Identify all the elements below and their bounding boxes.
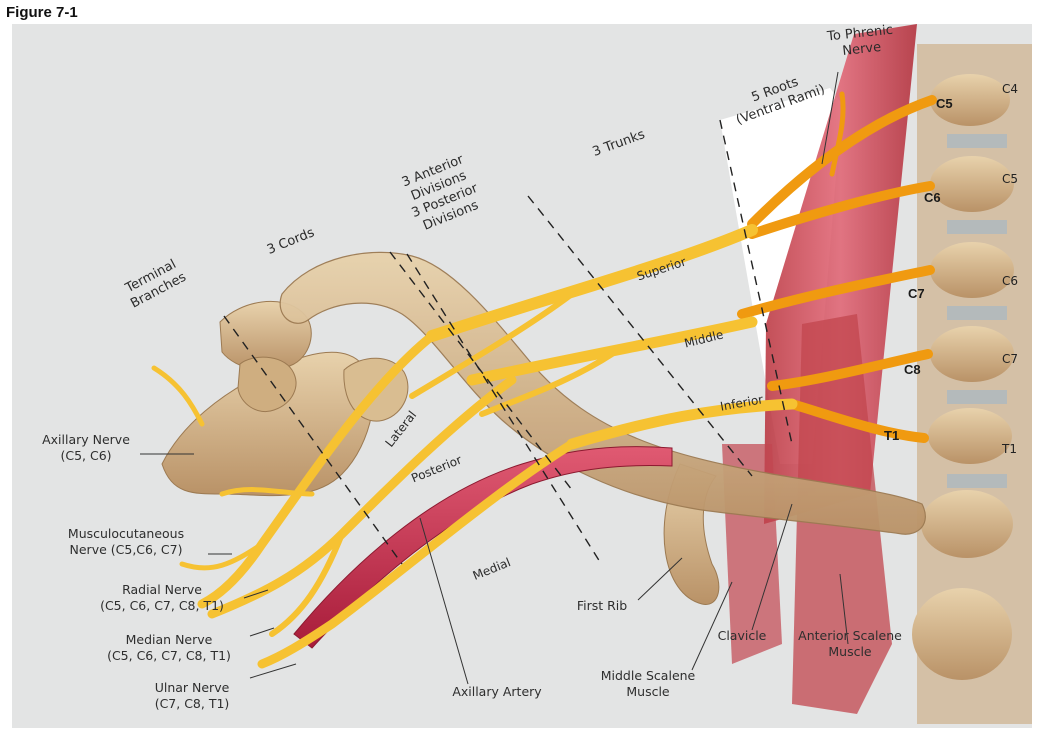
label-middle-scalene: Middle Scalene Muscle [588,668,708,700]
ulnar-nerve-name: Ulnar Nerve [132,680,252,696]
middle-scalene-line1: Middle Scalene [588,668,708,684]
anterior-scalene-line1: Anterior Scalene [780,628,920,644]
median-nerve-roots: (C5, C6, C7, C8, T1) [86,648,252,664]
ulnar-nerve-roots: (C7, C8, T1) [132,696,252,712]
root-c8: C8 [904,362,921,377]
anterior-scalene-line2: Muscle [780,644,920,660]
vertebra-t1: T1 [1002,442,1017,456]
vertebra-c4: C4 [1002,82,1018,96]
label-clavicle: Clavicle [702,628,782,644]
vertebral-column [912,44,1032,724]
label-first-rib: First Rib [560,598,644,614]
label-ulnar-nerve: Ulnar Nerve (C7, C8, T1) [132,680,252,712]
middle-scalene-line2: Muscle [588,684,708,700]
label-radial-nerve: Radial Nerve (C5, C6, C7, C8, T1) [82,582,242,614]
label-musculocutaneous-nerve: Musculocutaneous Nerve (C5,C6, C7) [46,526,206,558]
musculocutaneous-nerve-name: Musculocutaneous [46,526,206,542]
radial-nerve-roots: (C5, C6, C7, C8, T1) [82,598,242,614]
root-c6: C6 [924,190,941,205]
axillary-nerve-name: Axillary Nerve [28,432,144,448]
musculocutaneous-nerve-roots: Nerve (C5,C6, C7) [46,542,206,558]
axillary-nerve-roots: (C5, C6) [28,448,144,464]
label-median-nerve: Median Nerve (C5, C6, C7, C8, T1) [86,632,252,664]
root-c5: C5 [936,96,953,111]
vertebra-c6: C6 [1002,274,1018,288]
root-c7: C7 [908,286,925,301]
median-nerve-name: Median Nerve [86,632,252,648]
root-t1: T1 [884,428,899,443]
vertebra-c7: C7 [1002,352,1018,366]
plexus-drawing [12,24,1032,728]
label-axillary-artery: Axillary Artery [432,684,562,700]
vertebra-c5: C5 [1002,172,1018,186]
radial-nerve-name: Radial Nerve [82,582,242,598]
figure-label: Figure 7-1 [6,4,78,21]
label-axillary-nerve: Axillary Nerve (C5, C6) [28,432,144,464]
brachial-plexus-illustration: Terminal Branches 3 Cords 3 Anterior Div… [12,24,1032,728]
label-anterior-scalene: Anterior Scalene Muscle [780,628,920,660]
